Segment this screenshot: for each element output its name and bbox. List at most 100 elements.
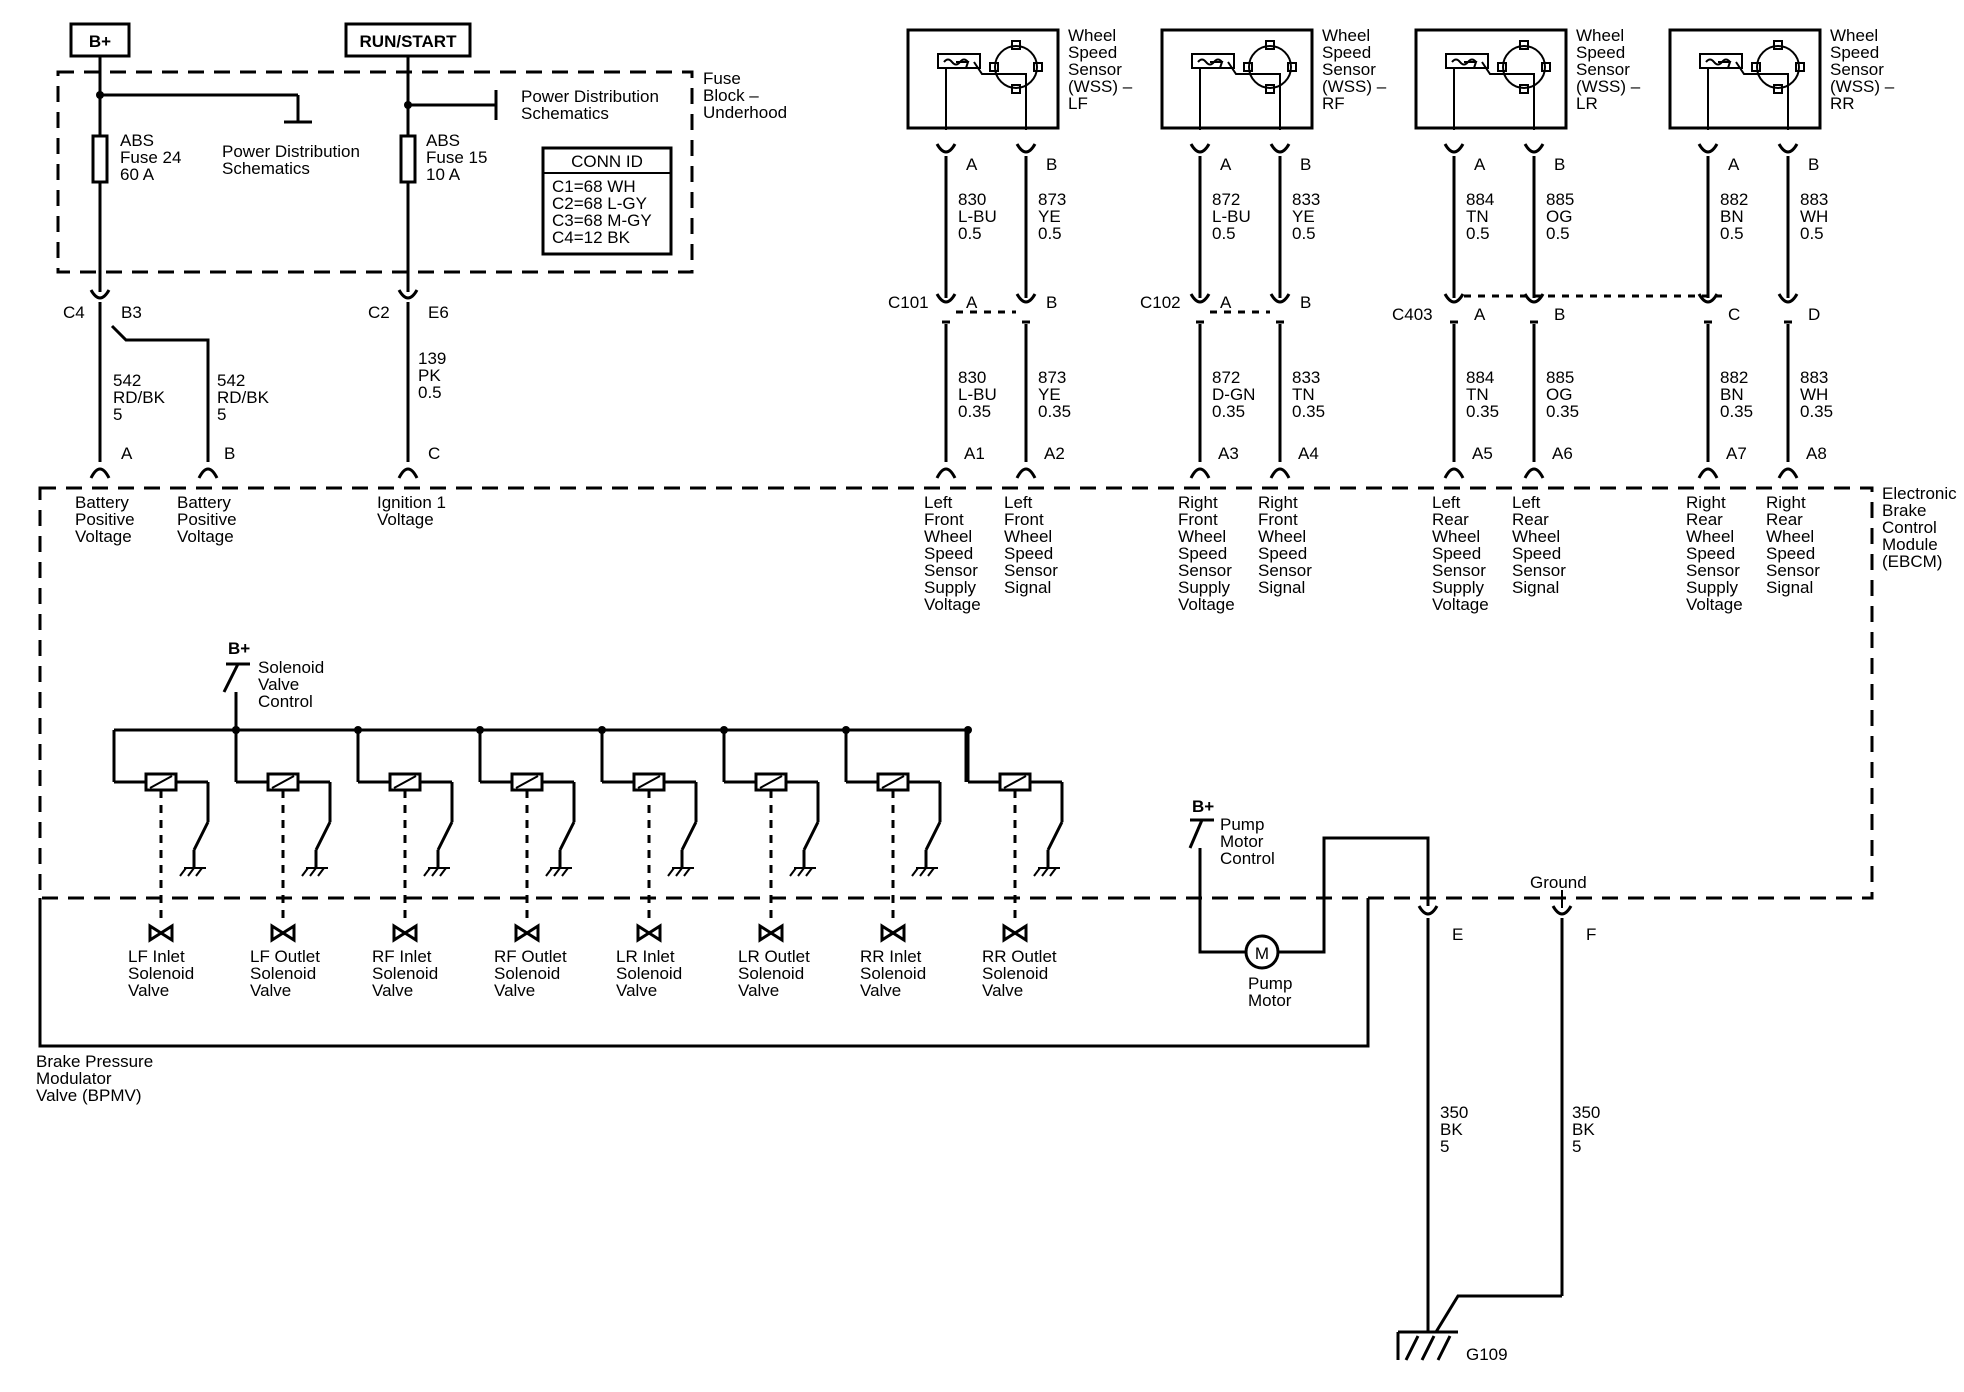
solenoid-control-label: Control [258, 692, 313, 711]
ebcm-label: Control [1882, 518, 1937, 537]
valve-label: Valve [128, 981, 169, 1000]
wheel-speed-sensor [1160, 28, 1314, 130]
module-pin [89, 467, 111, 479]
tone-ring-icon [1248, 45, 1292, 89]
sensor-title: (WSS) – [1576, 77, 1641, 96]
ebcm-pin-label: Sensor [924, 561, 978, 580]
driver-switch [192, 821, 210, 851]
tone-ring-tooth-icon [1541, 62, 1551, 72]
wire-label: 0.35 [1546, 402, 1579, 421]
ebcm-pin-label: Speed [1432, 544, 1481, 563]
ground-icon [179, 867, 206, 877]
valve-label: LF Inlet [128, 947, 185, 966]
fuse-15-label: Fuse 15 [426, 148, 487, 167]
connector-label: B [1300, 293, 1311, 312]
sensor-title: LF [1068, 94, 1088, 113]
ebcm-pin-label: Right [1686, 493, 1726, 512]
pin-letter: A8 [1806, 444, 1827, 463]
sensor-title: Wheel [1322, 26, 1370, 45]
ground-icon [667, 867, 694, 877]
valve-label: LF Outlet [250, 947, 320, 966]
ebcm-pin-label: Voltage [924, 595, 981, 614]
pin-letter: A4 [1298, 444, 1319, 463]
driver-switch [314, 821, 332, 851]
bplus-label: B+ [1192, 797, 1214, 816]
ebcm-pin-label: Supply [1686, 578, 1738, 597]
ebcm-label: Brake [1882, 501, 1926, 520]
wire-label: 0.5 [958, 224, 982, 243]
valve-label: LR Outlet [738, 947, 810, 966]
fuse-24-label: 60 A [120, 165, 155, 184]
connector-label: A [1220, 293, 1232, 312]
wire-label: 0.5 [1466, 224, 1490, 243]
pump-control-label: Pump [1220, 815, 1264, 834]
driver-switch [924, 821, 942, 851]
motor-symbol: M [1255, 944, 1269, 963]
ebcm-pin-label: Supply [1178, 578, 1230, 597]
connector-label: B [1300, 155, 1311, 174]
ebcm-pin-label: Battery [75, 493, 129, 512]
ebcm-pin-label: Left [1432, 493, 1461, 512]
connector-pin [1189, 293, 1211, 304]
ground-icon [545, 867, 572, 877]
connector-label: C102 [1140, 293, 1181, 312]
ebcm-pin-label: Sensor [1178, 561, 1232, 580]
wire-label: YE [1038, 207, 1061, 226]
ebcm-pin-label: Wheel [1766, 527, 1814, 546]
ebcm-pin-label: Voltage [75, 527, 132, 546]
connector-pin [89, 289, 111, 300]
power-dist-label: Schematics [222, 159, 310, 178]
connector-label: A [1728, 155, 1740, 174]
connector-pin [1777, 143, 1799, 154]
ebcm-pin-label: Voltage [1178, 595, 1235, 614]
connector-label: A [1220, 155, 1232, 174]
power-dist-label: Power Distribution [222, 142, 360, 161]
valve-label: RR Outlet [982, 947, 1057, 966]
solenoid-coil [1003, 775, 1027, 789]
ebcm-pin-label: Positive [75, 510, 135, 529]
sensor-title: (WSS) – [1322, 77, 1387, 96]
wire-label: 833 [1292, 368, 1320, 387]
connector-pin [1015, 293, 1037, 304]
ebcm-pin-label: Sensor [1004, 561, 1058, 580]
sensor-lead [973, 61, 1027, 130]
module-pin [935, 467, 957, 479]
solenoid-coil [271, 775, 295, 789]
connector-pin [1443, 293, 1465, 304]
connector-pin [1269, 143, 1291, 154]
connector-pin [935, 143, 957, 154]
sensor-title: (WSS) – [1830, 77, 1895, 96]
fuse-15-label: 10 A [426, 165, 461, 184]
wire-label: TN [1466, 385, 1489, 404]
fuse-24-label: ABS [120, 131, 154, 150]
ebcm-pin-label: Speed [1004, 544, 1053, 563]
wire-label: 350 [1440, 1103, 1468, 1122]
ebcm-pin-label: Wheel [1512, 527, 1560, 546]
tone-ring-tooth-icon [1011, 40, 1021, 50]
ebcm-pin-label: Sensor [1512, 561, 1566, 580]
sensor-title: Sensor [1068, 60, 1122, 79]
pump-motor-label: Motor [1248, 991, 1292, 1010]
ebcm-pin-label: Positive [177, 510, 237, 529]
valve-label: Valve [494, 981, 535, 1000]
connector-label: C [1728, 305, 1740, 324]
solenoid-coil [759, 775, 783, 789]
fuse-15 [399, 134, 417, 184]
wire-label: L-BU [958, 207, 997, 226]
wire-label: 542 [113, 371, 141, 390]
module-pin [1697, 467, 1719, 479]
wire-label: 872 [1212, 190, 1240, 209]
solenoid-control-switch [222, 663, 240, 693]
module-pin [1189, 467, 1211, 479]
driver-switch [558, 821, 576, 851]
valve-label: Valve [372, 981, 413, 1000]
sensor-title: (WSS) – [1068, 77, 1133, 96]
wire-label: 884 [1466, 190, 1494, 209]
valve-icon [270, 923, 296, 943]
wire-label: OG [1546, 207, 1572, 226]
ebcm-pin-label: Sensor [1766, 561, 1820, 580]
sensor-element-icon [943, 58, 969, 66]
sensor-title: Wheel [1576, 26, 1624, 45]
connector-label: C2 [368, 303, 390, 322]
